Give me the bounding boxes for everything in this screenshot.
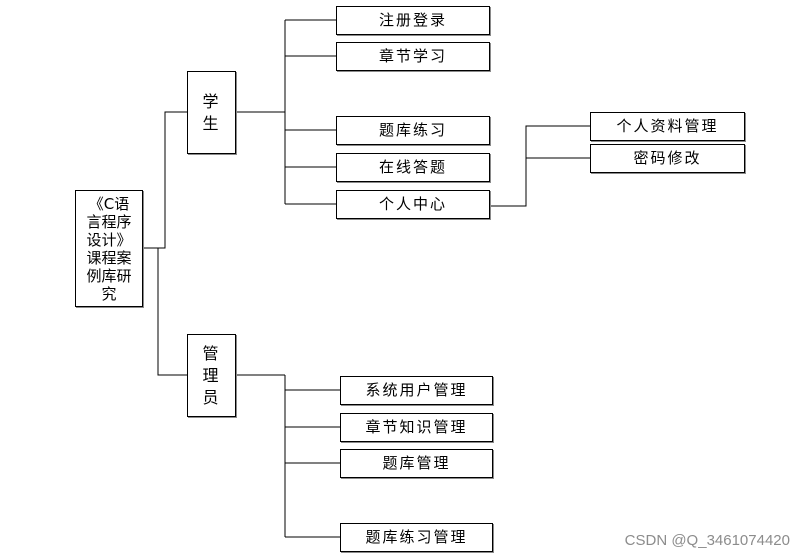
node-online-answer-label: 在线答题 — [378, 158, 447, 176]
node-question-bank-practice: 题库练习 — [336, 116, 490, 145]
node-personal-center: 个人中心 — [336, 190, 490, 219]
node-question-practice-management-label: 题库练习管理 — [365, 528, 468, 546]
root-label: 《C语言程序设计》课程案例库研究 — [86, 194, 132, 303]
connector-center-profile — [490, 125, 590, 207]
node-chapter-knowledge-management-label: 章节知识管理 — [365, 418, 468, 436]
node-question-bank-management-label: 题库管理 — [382, 454, 451, 472]
branch-student: 学生 — [187, 71, 236, 154]
node-register-login-label: 注册登录 — [378, 11, 447, 29]
node-register-login: 注册登录 — [336, 6, 490, 35]
node-profile-management-label: 个人资料管理 — [616, 117, 719, 135]
connector-root-student — [143, 111, 187, 249]
branch-admin: 管理员 — [187, 334, 236, 417]
node-question-practice-management: 题库练习管理 — [340, 523, 493, 552]
node-system-user-management-label: 系统用户管理 — [365, 381, 468, 399]
node-system-user-management: 系统用户管理 — [340, 376, 493, 405]
node-question-bank-practice-label: 题库练习 — [378, 121, 447, 139]
node-question-bank-management: 题库管理 — [340, 449, 493, 478]
node-online-answer: 在线答题 — [336, 153, 490, 182]
connector-root-admin — [143, 247, 187, 376]
node-password-change-label: 密码修改 — [633, 149, 702, 167]
node-chapter-study: 章节学习 — [336, 42, 490, 71]
watermark: CSDN @Q_3461074420 — [624, 532, 790, 549]
node-chapter-knowledge-management: 章节知识管理 — [340, 413, 493, 442]
branch-student-label: 学生 — [202, 91, 221, 133]
branch-admin-label: 管理员 — [202, 343, 221, 407]
node-chapter-study-label: 章节学习 — [378, 47, 447, 65]
root-node: 《C语言程序设计》课程案例库研究 — [75, 190, 143, 307]
node-personal-center-label: 个人中心 — [378, 195, 447, 213]
node-profile-management: 个人资料管理 — [590, 112, 745, 141]
node-password-change: 密码修改 — [590, 144, 745, 173]
